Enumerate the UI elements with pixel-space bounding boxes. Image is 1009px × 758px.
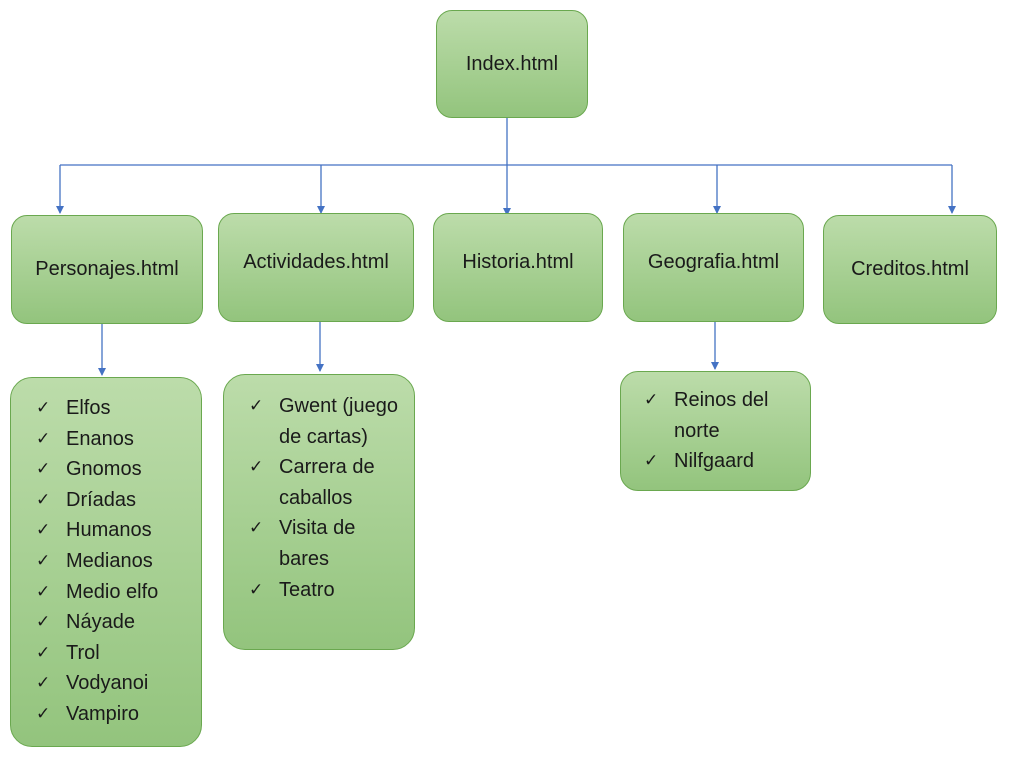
list-item: ✓Vodyanoi — [28, 668, 201, 699]
list-item: ✓Elfos — [28, 393, 201, 424]
actividades-label: Actividades.html — [243, 251, 389, 273]
check-icon: ✓ — [36, 612, 51, 632]
geografia-node: Geografia.html — [623, 213, 804, 322]
check-icon: ✓ — [249, 457, 264, 477]
list-item: ✓Gnomos — [28, 454, 201, 485]
list-item: ✓Reinos del norte — [636, 385, 798, 446]
check-icon: ✓ — [36, 673, 51, 693]
list-item: ✓Visita de bares — [241, 513, 400, 574]
list-item: ✓Carrera de caballos — [241, 452, 400, 513]
actividades-node: Actividades.html — [218, 213, 414, 322]
check-icon: ✓ — [36, 398, 51, 417]
check-icon: ✓ — [36, 489, 51, 509]
check-icon: ✓ — [36, 581, 51, 601]
geografia-label: Geografia.html — [647, 251, 780, 273]
historia-label: Historia.html — [462, 251, 574, 273]
list-item: ✓Enanos — [28, 424, 201, 455]
historia-node: Historia.html — [433, 213, 603, 322]
check-icon: ✓ — [249, 396, 264, 415]
list-item: ✓Vampiro — [28, 699, 201, 730]
list-item: ✓Náyade — [28, 607, 201, 638]
personajes-label: Personajes.html — [35, 258, 179, 280]
list-item: ✓Humanos — [28, 515, 201, 546]
actividades-list-box: ✓Gwent (juego de cartas) ✓Carrera de cab… — [223, 374, 415, 650]
check-icon: ✓ — [249, 518, 264, 538]
list-item: ✓Medio elfo — [28, 577, 201, 608]
check-icon: ✓ — [36, 520, 51, 540]
list-item: ✓Dríadas — [28, 485, 201, 516]
index-label: Index.html — [465, 52, 559, 75]
check-icon: ✓ — [36, 703, 51, 723]
check-icon: ✓ — [36, 550, 51, 570]
check-icon: ✓ — [36, 642, 51, 662]
list-item: ✓Gwent (juego de cartas) — [241, 391, 400, 452]
index-node: Index.html — [436, 10, 588, 118]
list-item: ✓Medianos — [28, 546, 201, 577]
check-icon: ✓ — [36, 459, 51, 479]
check-icon: ✓ — [644, 451, 659, 471]
check-icon: ✓ — [644, 390, 659, 409]
geografia-list-box: ✓Reinos del norte ✓Nilfgaard — [620, 371, 811, 491]
personajes-node: Personajes.html — [11, 215, 203, 324]
list-item: ✓Nilfgaard — [636, 446, 798, 477]
personajes-list-box: ✓Elfos ✓Enanos ✓Gnomos ✓Dríadas ✓Humanos… — [10, 377, 202, 747]
creditos-node: Creditos.html — [823, 215, 997, 324]
check-icon: ✓ — [36, 428, 51, 448]
creditos-label: Creditos.html — [851, 258, 969, 280]
list-item: ✓Teatro — [241, 575, 400, 606]
list-item: ✓Trol — [28, 638, 201, 669]
check-icon: ✓ — [249, 579, 264, 599]
